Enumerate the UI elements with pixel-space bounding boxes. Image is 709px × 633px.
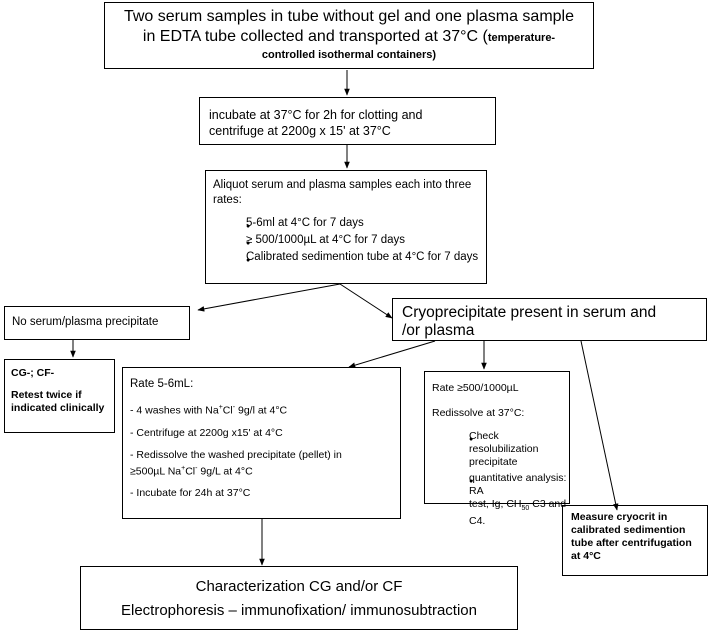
collection-step-box: Two serum samples in tube without gel an…	[104, 2, 594, 69]
incubate-text-line2: centrifuge at 2200g x 15' at 37°C	[209, 124, 391, 138]
rate-500-subtitle: Redissolve at 37°C:	[432, 407, 525, 419]
rate-500-1000ul-box: Rate ≥500/1000µL Redissolve at 37°C: Che…	[424, 371, 570, 527]
rate-5-6ml-box: Rate 5-6mL: - 4 washes with Na+Cl- 9g/l …	[122, 367, 401, 519]
arrow-box3-to-no-precip	[197, 283, 341, 312]
negative-result-label: CG-; CF-	[11, 367, 55, 379]
rate-500-list: Check resolubilization precipitate quant…	[432, 430, 569, 528]
retest-text-line1: Retest twice if	[11, 389, 82, 401]
aliquot-intro-line1: Aliquot serum and plasma samples each in…	[213, 179, 472, 191]
rate-5-6ml-step3-line2: ≥500µL Na+Cl- 9g/L at 4°C	[130, 462, 400, 479]
cryoprecipitate-present-box: Cryoprecipitate present in serum and /or…	[392, 298, 707, 341]
step1-sup1: +	[218, 404, 223, 411]
collection-text-line1: Two serum samples in tube without gel an…	[123, 8, 574, 25]
item2-sub: 50	[521, 505, 530, 513]
aliquot-intro-line2: rates:	[213, 194, 242, 206]
step3-sup1: +	[181, 464, 186, 472]
cryocrit-text-line4: at 4°C	[571, 550, 601, 562]
arrow-cryo-to-rate56	[348, 340, 436, 368]
rate-500-item-quantitative: quantitative analysis: RA test, Ig, CH50…	[432, 472, 569, 528]
aliquot-rate-item-text: ≥ 500/1000µL at 4°C for 7 days	[246, 234, 406, 246]
rate-5-6ml-step2: - Centrifuge at 2200g x15' at 4°C	[130, 426, 283, 439]
item2-line1: quantitative analysis: RA	[469, 472, 567, 497]
rate-5-6ml-step4: - Incubate for 24h at 37°C	[130, 487, 251, 499]
collection-text-line2-small: temperature-	[487, 32, 556, 44]
item2-text-b: C3 and C4.	[469, 498, 567, 528]
incubate-text-line1: incubate at 37°C for 2h for clotting and	[209, 108, 423, 122]
aliquot-rate-item: Calibrated sedimention tube at 4°C for 7…	[213, 250, 486, 268]
rate-5-6ml-step3-line1: - Redissolve the washed precipitate (pel…	[130, 448, 342, 461]
retest-text-line2: indicated clinically	[11, 402, 105, 414]
rate-500-item-resolubilization: Check resolubilization precipitate	[432, 430, 569, 469]
step1-sup2: -	[232, 404, 236, 411]
aliquot-rate-item-text: 5-6ml at 4°C for 7 days	[246, 217, 364, 229]
spacer	[11, 380, 114, 389]
characterization-text-line1: Characterization CG and/or CF	[195, 578, 403, 595]
negative-result-box: CG-; CF- Retest twice if indicated clini…	[4, 359, 115, 433]
collection-text-line2: in EDTA tube collected and transported a…	[105, 27, 593, 48]
item1-line2: precipitate	[469, 456, 518, 468]
item2-text-a: test, Ig, CH	[469, 498, 522, 510]
collection-text-line2-main: in EDTA tube collected and transported a…	[142, 28, 488, 45]
cryocrit-text-line2: calibrated sedimention	[571, 524, 686, 536]
aliquot-step-box: Aliquot serum and plasma samples each in…	[205, 170, 487, 284]
step1-text-b: Cl	[222, 404, 233, 417]
collection-text-line3: controlled isothermal containers)	[261, 49, 437, 61]
cryocrit-box: Measure cryocrit in calibrated sedimenti…	[562, 505, 708, 576]
rate-5-6ml-step1: - 4 washes with Na+Cl- 9g/l at 4°C	[130, 401, 400, 418]
aliquot-rate-item: 5-6ml at 4°C for 7 days	[213, 216, 486, 234]
cryocrit-text-line3: tube after centrifugation	[571, 537, 692, 549]
step1-text-c: 9g/l at 4°C	[235, 404, 288, 417]
aliquot-rate-item-text: Calibrated sedimention tube at 4°C for 7…	[246, 251, 479, 263]
no-precipitate-box: No serum/plasma precipitate	[4, 306, 190, 340]
step1-text-a: - 4 washes with Na	[130, 404, 219, 417]
arrow-cryo-to-cryocrit	[580, 340, 619, 511]
step3-text-a: ≥500µL Na	[130, 465, 182, 477]
step3-sup2: -	[195, 464, 198, 472]
cryoprecipitate-text-line2: /or plasma	[402, 322, 475, 339]
step3-text-c: 9g/L at 4°C	[197, 465, 253, 477]
step3-text-b: Cl	[185, 465, 196, 477]
cryocrit-text-line1: Measure cryocrit in	[571, 511, 668, 523]
incubate-step-box: incubate at 37°C for 2h for clotting and…	[199, 97, 496, 145]
aliquot-rate-item: ≥ 500/1000µL at 4°C for 7 days	[213, 233, 486, 251]
rate-500-title: Rate ≥500/1000µL	[432, 382, 519, 394]
characterization-text-line2: Electrophoresis – immunofixation/ immuno…	[121, 602, 477, 619]
aliquot-rate-list: 5-6ml at 4°C for 7 days ≥ 500/1000µL at …	[213, 216, 486, 268]
no-precipitate-text: No serum/plasma precipitate	[12, 316, 159, 328]
characterization-box: Characterization CG and/or CF Electropho…	[80, 566, 518, 630]
cryoprecipitate-text-line1: Cryoprecipitate present in serum and	[402, 304, 657, 321]
arrow-box3-to-cryo	[339, 283, 393, 319]
rate-5-6ml-title: Rate 5-6mL:	[130, 378, 194, 390]
item1-line1: Check resolubilization	[469, 430, 539, 455]
item2-line2: test, Ig, CH50 C3 and C4.	[469, 498, 569, 528]
